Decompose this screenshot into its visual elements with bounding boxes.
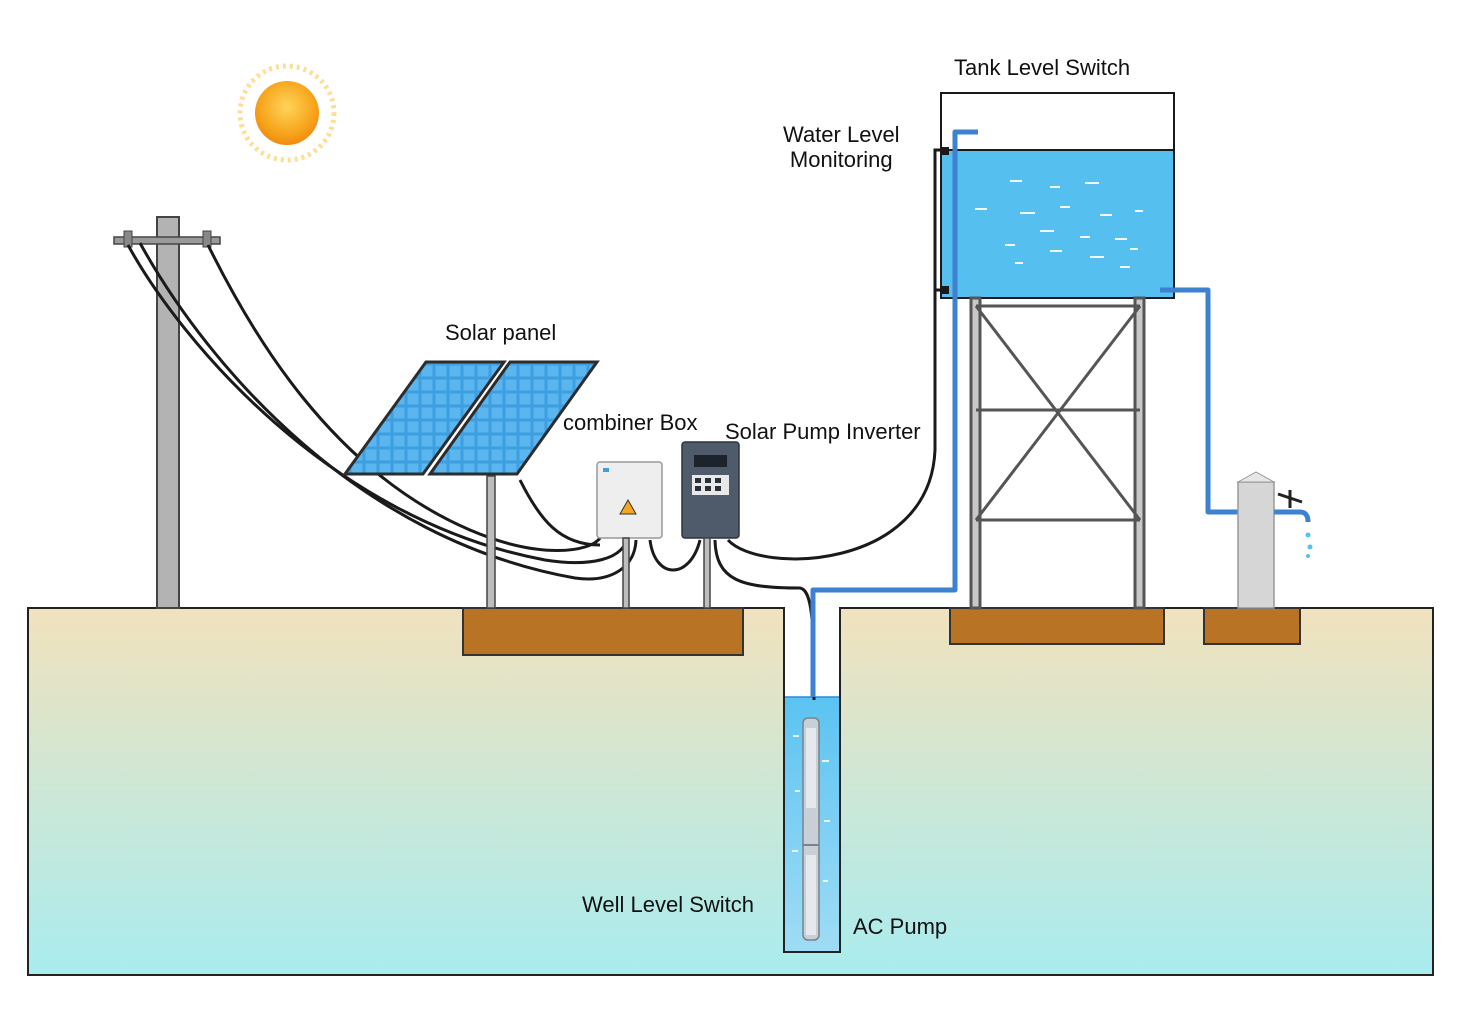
- foundations: [462, 607, 1301, 656]
- outlet-pipe: [1160, 287, 1240, 515]
- sun-icon: [237, 63, 337, 163]
- label-solar-panel: Solar panel: [445, 320, 557, 345]
- water-tap-icon: [1236, 471, 1313, 609]
- label-water-level-monitoring-line2: Monitoring: [789, 147, 893, 173]
- water-tower: [969, 296, 1146, 610]
- inverter-icon: [681, 441, 740, 609]
- water-pipes: [810, 129, 1240, 697]
- utility-pole-icon: [113, 216, 221, 609]
- panel-to-combiner-cable: [518, 479, 601, 547]
- label-ac-pump: AC Pump: [853, 914, 948, 939]
- cables: [126, 148, 946, 701]
- label-water-level-monitoring: Water Level Monitoring: [783, 122, 900, 173]
- label-well-level-switch: Well Level Switch: [582, 892, 754, 917]
- label-solar-pump-inverter: Solar Pump Inverter: [725, 419, 921, 444]
- grid-cable-b: [138, 242, 638, 581]
- grid-cable-a: [126, 244, 630, 565]
- label-combiner-box: combiner Box: [563, 410, 698, 435]
- supply-pipe: [810, 129, 978, 697]
- ground: [27, 607, 1434, 976]
- grid-cable-c: [206, 244, 602, 552]
- label-water-level-monitoring-line1: Water Level: [783, 122, 900, 147]
- inverter-to-tank-cable: [726, 148, 946, 561]
- tank-foundation: [949, 607, 1165, 645]
- label-tank-level-switch: Tank Level Switch: [954, 55, 1131, 80]
- panel-foundation: [462, 607, 744, 656]
- solar-panel-icon: [342, 360, 600, 609]
- combiner-box-icon: [596, 461, 663, 609]
- tank-level-switch-wiring: [940, 92, 1175, 150]
- tap-foundation: [1203, 607, 1301, 645]
- water-tank-icon: [940, 147, 1175, 299]
- combiner-to-inverter-cable: [648, 539, 702, 572]
- submersible-pump-icon: [802, 717, 820, 941]
